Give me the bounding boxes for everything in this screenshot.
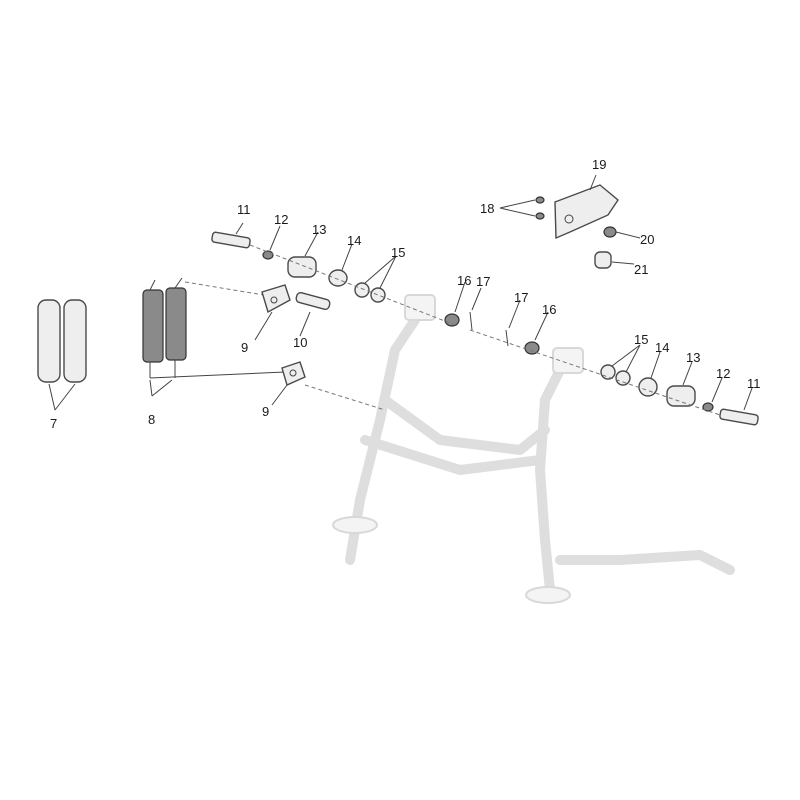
callout-7: 7 — [50, 416, 57, 431]
callout-17b: 17 — [514, 290, 528, 305]
spring-brackets — [254, 284, 386, 411]
right-pivot-assembly — [469, 299, 759, 426]
callout-11b: 11 — [747, 376, 761, 391]
left-pivot-assembly — [211, 222, 482, 331]
upper-bracket-assembly — [499, 174, 641, 269]
callout-14a: 14 — [347, 233, 361, 248]
callout-labels: 7 8 9 9 10 11 12 13 14 15 16 17 17 16 15… — [50, 157, 761, 431]
return-springs — [142, 277, 286, 397]
main-stand-ghost — [332, 294, 735, 604]
callout-9a: 9 — [241, 340, 248, 355]
callout-16a: 16 — [457, 273, 471, 288]
callout-14b: 14 — [655, 340, 669, 355]
callout-20: 20 — [640, 232, 654, 247]
callout-12b: 12 — [716, 366, 730, 381]
callout-8: 8 — [148, 412, 155, 427]
callout-17a: 17 — [476, 274, 490, 289]
callout-12a: 12 — [274, 212, 288, 227]
callout-13b: 13 — [686, 350, 700, 365]
callout-9b: 9 — [262, 404, 269, 419]
callout-11a: 11 — [237, 202, 251, 217]
callout-10: 10 — [293, 335, 307, 350]
callout-16b: 16 — [542, 302, 556, 317]
callout-19: 19 — [592, 157, 606, 172]
callout-21: 21 — [634, 262, 648, 277]
grip-rubbers — [37, 299, 87, 411]
callout-13a: 13 — [312, 222, 326, 237]
callout-18: 18 — [480, 201, 494, 216]
callout-15b: 15 — [634, 332, 648, 347]
callout-15a: 15 — [391, 245, 405, 260]
